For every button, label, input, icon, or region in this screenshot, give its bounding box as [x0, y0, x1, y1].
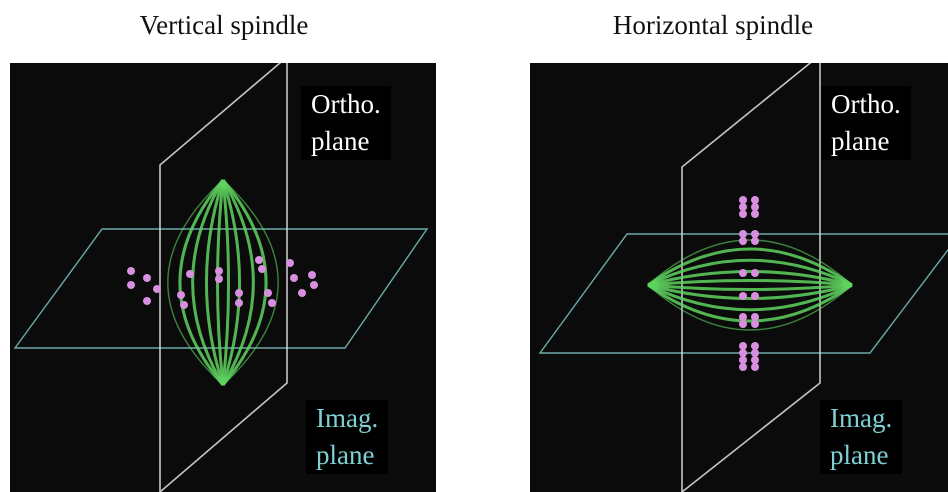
chromosome [739, 196, 747, 204]
chromosome [751, 320, 759, 328]
chromosome [751, 196, 759, 204]
chromosome [739, 349, 747, 357]
chromosome [286, 259, 294, 267]
vertical-chromosomes [127, 256, 318, 309]
chromosome [751, 356, 759, 364]
spindle-fiber [205, 179, 225, 386]
imag-plane-label: Imag.plane [306, 400, 389, 474]
chromosome [290, 274, 298, 282]
chromosome [298, 289, 306, 297]
horizontal-spindle-title: Horizontal spindle [612, 10, 814, 40]
chromosome [739, 230, 747, 238]
ortho-plane-label: Ortho.plane [821, 86, 911, 160]
chromosome [739, 269, 747, 277]
chromosome [127, 267, 135, 275]
vertical-spindle [167, 179, 279, 386]
horizontal-spindle-panel: Ortho.plane Imag.plane [530, 63, 948, 492]
chromosome [186, 270, 194, 278]
spindle-fiber [221, 179, 241, 386]
orthogonal-plane [681, 63, 821, 492]
spindle-fiber [647, 258, 853, 287]
chromosome [739, 342, 747, 350]
spindle-fiber [167, 179, 224, 386]
spindle-fiber [647, 283, 853, 323]
chromosome [180, 301, 188, 309]
chromosome [153, 285, 161, 293]
spindle-fiber [191, 179, 225, 386]
chromosome [739, 237, 747, 245]
chromosome [751, 313, 759, 321]
chromosome [739, 210, 747, 218]
chromosome [751, 230, 759, 238]
imaging-plane [538, 233, 948, 354]
chromosome [739, 363, 747, 371]
chromosome [751, 363, 759, 371]
spindle-fiber [178, 179, 225, 386]
spindle-fiber [221, 179, 230, 386]
chromosome [751, 203, 759, 211]
chromosome [215, 267, 223, 275]
spindle-fiber [647, 279, 853, 287]
chromosome [739, 203, 747, 211]
chromosome [751, 210, 759, 218]
orthogonal-plane [159, 63, 288, 492]
spindle-fiber [647, 283, 853, 291]
chromosome [143, 297, 151, 305]
chromosome [751, 342, 759, 350]
spindle-fiber [222, 179, 279, 386]
vertical-spindle-panel: Ortho.plane Imag.plane [10, 63, 436, 492]
chromosome [143, 274, 151, 282]
spindle-fiber [647, 270, 853, 287]
chromosome [255, 256, 263, 264]
imag-plane-label: Imag.plane [820, 400, 903, 474]
imaging-plane [13, 228, 429, 349]
horizontal-chromosomes [739, 196, 759, 371]
spindle-fiber [647, 284, 853, 331]
vertical-spindle-diagram [13, 63, 429, 492]
horizontal-spindle-diagram [538, 63, 948, 492]
spindle-fiber [221, 179, 255, 386]
chromosome [235, 299, 243, 307]
chromosome [258, 265, 266, 273]
chromosome [127, 281, 135, 289]
chromosome [739, 313, 747, 321]
ortho-plane-label: Ortho.plane [301, 86, 391, 160]
chromosome [264, 289, 272, 297]
chromosome [751, 237, 759, 245]
chromosome [177, 291, 185, 299]
chromosome [268, 299, 276, 307]
chromosome [215, 275, 223, 283]
vertical-spindle-title: Vertical spindle [139, 10, 309, 40]
spindle-fiber [647, 283, 853, 312]
chromosome [310, 281, 318, 289]
spindle-fiber [221, 179, 268, 386]
chromosome [739, 320, 747, 328]
chromosome [751, 349, 759, 357]
chromosome [308, 271, 316, 279]
horizontal-spindle [647, 239, 853, 331]
chromosome [751, 269, 759, 277]
spindle-fiber [647, 283, 853, 300]
spindle-fiber [647, 247, 853, 287]
spindle-fiber [647, 239, 853, 286]
chromosome [739, 356, 747, 364]
chromosome [235, 289, 243, 297]
chromosome [751, 292, 759, 300]
chromosome [739, 292, 747, 300]
